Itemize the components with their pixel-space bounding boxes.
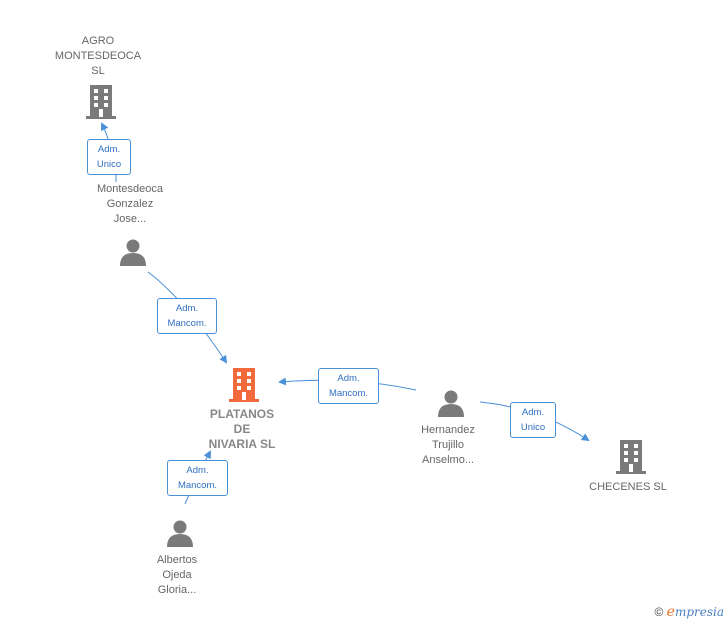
edge-label-adm-mancom: Adm. Mancom. [157, 298, 217, 334]
brand-initial: e [666, 604, 675, 620]
edge-label-adm-mancom: Adm. Mancom. [318, 368, 379, 404]
albertos-label: Albertos Ojeda Gloria... [156, 554, 198, 596]
building-icon-focus[interactable] [229, 368, 259, 402]
building-icon[interactable] [616, 440, 646, 474]
brand-name: mpresia [674, 605, 724, 619]
agro-label: AGRO MONTESDEOCA SL [54, 35, 142, 77]
montesdeoca-label: Montesdeoca Gonzalez Jose... [96, 183, 164, 225]
person-icon[interactable] [119, 238, 147, 266]
person-icon[interactable] [437, 389, 465, 417]
platanos-label: PLATANOS DE NIVARIA SL [208, 407, 276, 451]
person-icon[interactable] [166, 519, 194, 547]
copyright-symbol: © [654, 605, 664, 619]
edge-label-adm-mancom: Adm. Mancom. [167, 460, 228, 496]
building-icon[interactable] [86, 85, 116, 119]
edge-label-adm-unico: Adm. Unico [87, 139, 131, 175]
edge-label-adm-unico: Adm. Unico [510, 402, 556, 438]
hernandez-label: Hernandez Trujillo Anselmo... [421, 424, 475, 466]
checenes-label: CHECENES SL [589, 481, 667, 493]
empresia-brand: © empresia [654, 604, 724, 620]
